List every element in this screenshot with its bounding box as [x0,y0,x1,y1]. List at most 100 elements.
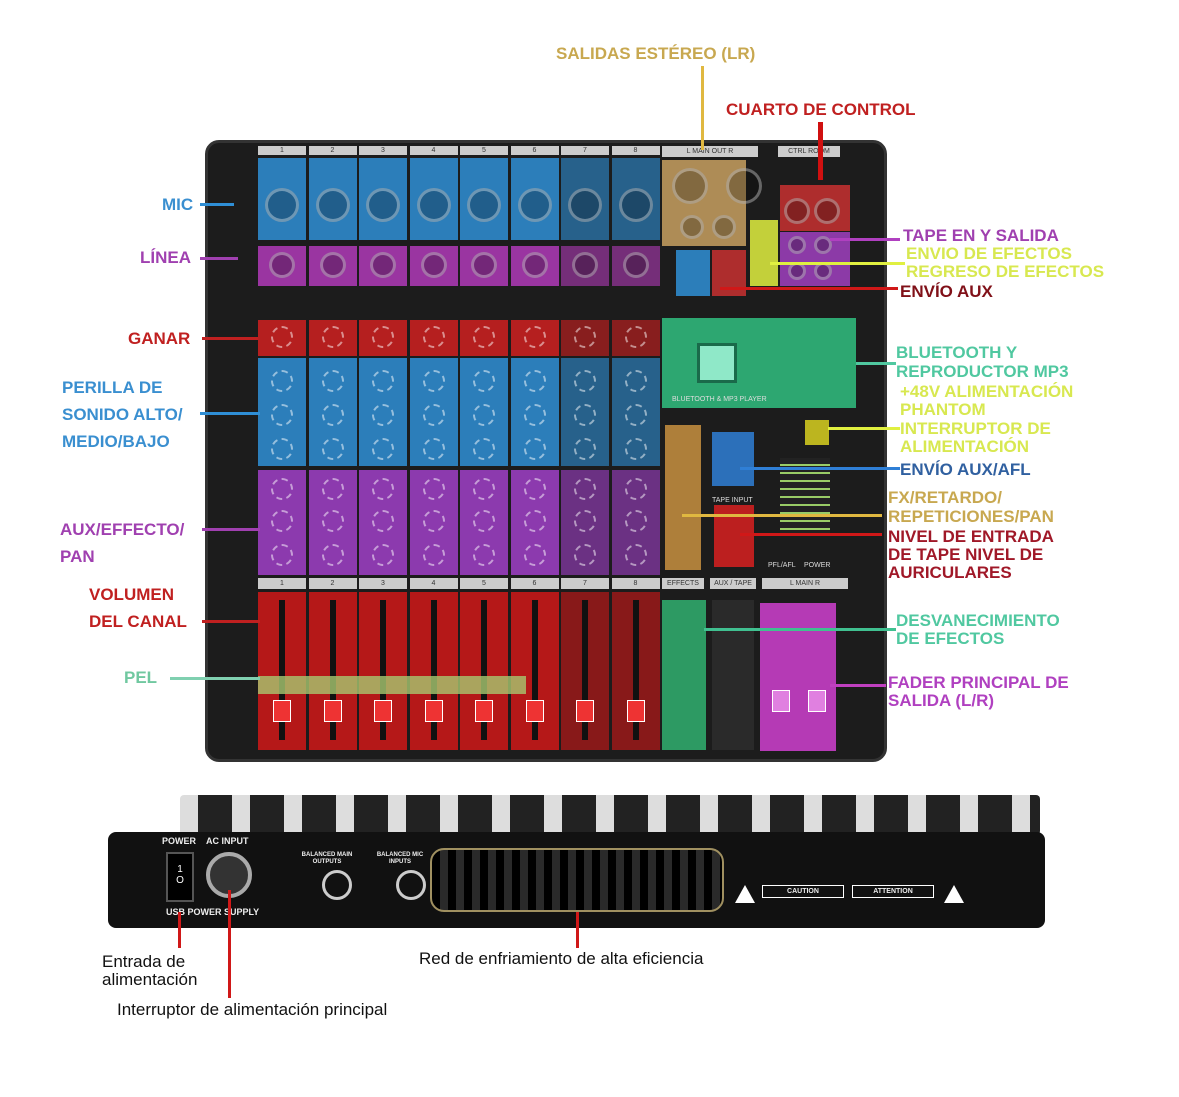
rear-usb-label: USB POWER SUPPLY [166,907,260,917]
knob[interactable] [624,404,647,426]
fader-track [531,600,538,740]
aux-tape-label: AUX / TAPE [710,578,756,589]
channel-number: 8 [611,578,660,589]
knob[interactable] [574,438,596,460]
knob[interactable] [372,326,394,348]
ctrl-room-label: CTRL ROOM [778,146,840,157]
knob[interactable] [271,478,293,500]
knob[interactable] [523,544,546,566]
rear-power-label: POWER [162,836,197,846]
knob[interactable] [473,404,495,426]
knob[interactable] [321,478,344,500]
leader [704,628,896,631]
fader-cap[interactable] [525,700,544,722]
knob[interactable] [372,404,394,426]
xlr-jack [416,188,451,222]
knob[interactable] [473,544,495,566]
knob[interactable] [523,438,546,460]
line-jack [572,252,598,278]
knob[interactable] [624,438,647,460]
knob[interactable] [574,478,596,500]
knob[interactable] [473,438,495,460]
fader-cap[interactable] [323,700,342,722]
knob[interactable] [422,510,445,532]
knob[interactable] [372,438,394,460]
label-linea: LÍNEA [140,248,191,267]
knob[interactable] [624,544,647,566]
label-tape: TAPE EN Y SALIDA [903,226,1059,245]
knob[interactable] [271,370,293,392]
label-envio-aux: ENVÍO AUX [900,282,993,301]
knob[interactable] [372,544,394,566]
fader-cap[interactable] [626,700,645,722]
effects-label: EFFECTS [662,578,704,589]
knob[interactable] [422,544,445,566]
main-fader-cap-r[interactable] [808,690,826,712]
fader-cap[interactable] [475,700,493,722]
label-fader-1: FADER PRINCIPAL DE [888,673,1069,692]
fader-cap[interactable] [273,700,291,722]
leader [720,287,898,290]
knob[interactable] [321,544,344,566]
label-mic: MIC [162,195,194,214]
knob[interactable] [271,326,293,348]
knob[interactable] [372,370,394,392]
label-volumen-1: VOLUMEN [89,585,174,604]
knob[interactable] [372,510,394,532]
knob[interactable] [523,326,546,348]
power-led-label: POWER [804,562,831,569]
power-switch[interactable]: 1 O [166,852,194,902]
line-jack [319,252,346,278]
label-nivel-1: NIVEL DE ENTRADA [888,527,1054,546]
knob[interactable] [574,404,596,426]
knob[interactable] [523,404,546,426]
bt-player-label: BLUETOOTH & MP3 PLAYER [672,396,767,403]
knob[interactable] [574,326,596,348]
knob[interactable] [422,404,445,426]
knob[interactable] [321,370,344,392]
aux-afl-knob [712,432,754,486]
label-aux-afl: ENVÍO AUX/AFL [900,460,1031,479]
knob[interactable] [321,326,344,348]
knob[interactable] [624,370,647,392]
knob[interactable] [321,438,344,460]
knob[interactable] [473,510,495,532]
knob[interactable] [321,404,344,426]
knob[interactable] [422,478,445,500]
knob[interactable] [321,510,344,532]
knob[interactable] [624,326,647,348]
knob[interactable] [271,438,293,460]
knob[interactable] [624,510,647,532]
warning-triangle-icon [735,885,755,903]
knob[interactable] [574,370,596,392]
knob[interactable] [473,370,495,392]
knob[interactable] [523,510,546,532]
aux-tape-blank [712,600,754,750]
pel-led-row [258,676,526,694]
knob[interactable] [271,544,293,566]
knob[interactable] [473,478,495,500]
knob[interactable] [473,326,495,348]
fader-cap[interactable] [374,700,392,722]
knob[interactable] [271,404,293,426]
knob[interactable] [574,544,596,566]
knob[interactable] [523,478,546,500]
knob[interactable] [372,478,394,500]
knob[interactable] [624,478,647,500]
xlr-jack [366,188,400,222]
fader-cap[interactable] [424,700,443,722]
knob[interactable] [271,510,293,532]
knob[interactable] [574,510,596,532]
label-entrada-1: Entrada de [102,952,186,971]
main-fader-cap-l[interactable] [772,690,790,712]
knob[interactable] [422,370,445,392]
knob[interactable] [523,370,546,392]
ctrl-jack-l [784,198,810,224]
main-lr-label: L MAIN R [762,578,848,589]
leader [178,912,181,948]
knob[interactable] [422,438,445,460]
knob[interactable] [422,326,445,348]
label-fx-1: FX/RETARDO/ [888,488,1002,507]
fader-cap[interactable] [576,700,594,722]
leader [856,362,896,365]
